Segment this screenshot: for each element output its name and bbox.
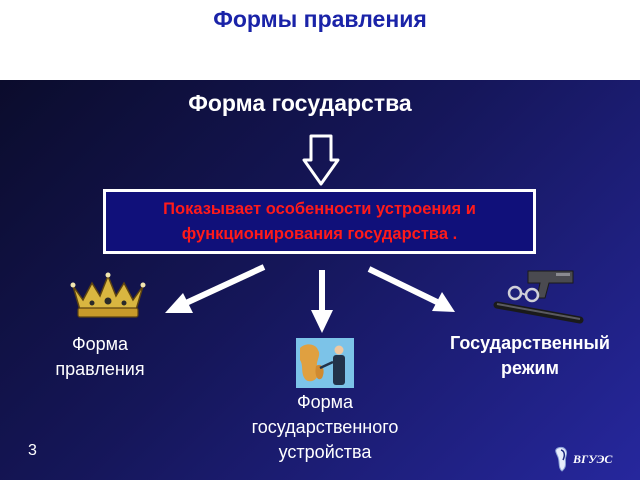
diagram-heading: Форма государства bbox=[188, 90, 412, 116]
header-band bbox=[0, 0, 640, 80]
university-logo-icon bbox=[555, 447, 567, 472]
branch-label-form-of-rule: Форма правления bbox=[30, 332, 170, 382]
map-presenter-icon bbox=[296, 338, 354, 388]
branch-label-line: режим bbox=[501, 358, 559, 378]
branch-label-line: Государственный bbox=[450, 333, 610, 353]
down-arrow-icon bbox=[302, 134, 340, 186]
branch-label-line: устройства bbox=[278, 442, 372, 462]
branch-label-state-regime: Государственный режим bbox=[425, 331, 635, 381]
arrow-middle bbox=[311, 270, 333, 333]
arrow-left bbox=[165, 264, 266, 313]
branch-label-line: государственного bbox=[251, 417, 399, 437]
page-number: 3 bbox=[28, 442, 37, 459]
branch-label-line: правления bbox=[55, 359, 145, 379]
branch-label-line: Форма bbox=[71, 334, 129, 354]
definition-line-1: Показывает особенности устроения и bbox=[163, 199, 476, 218]
arrow-right bbox=[367, 266, 455, 312]
pistol-handcuffs-baton-icon bbox=[493, 270, 584, 324]
definition-box: Показывает особенности устроения и функц… bbox=[103, 189, 536, 254]
branch-label-state-structure: Форма государственного устройства bbox=[222, 390, 428, 465]
definition-line-2: функционирования государства . bbox=[181, 224, 458, 243]
crown-icon bbox=[70, 272, 146, 318]
branch-label-line: Форма bbox=[296, 392, 354, 412]
logo-text: ВГУЭС bbox=[573, 452, 613, 466]
slide-title: Формы правления bbox=[213, 6, 427, 32]
